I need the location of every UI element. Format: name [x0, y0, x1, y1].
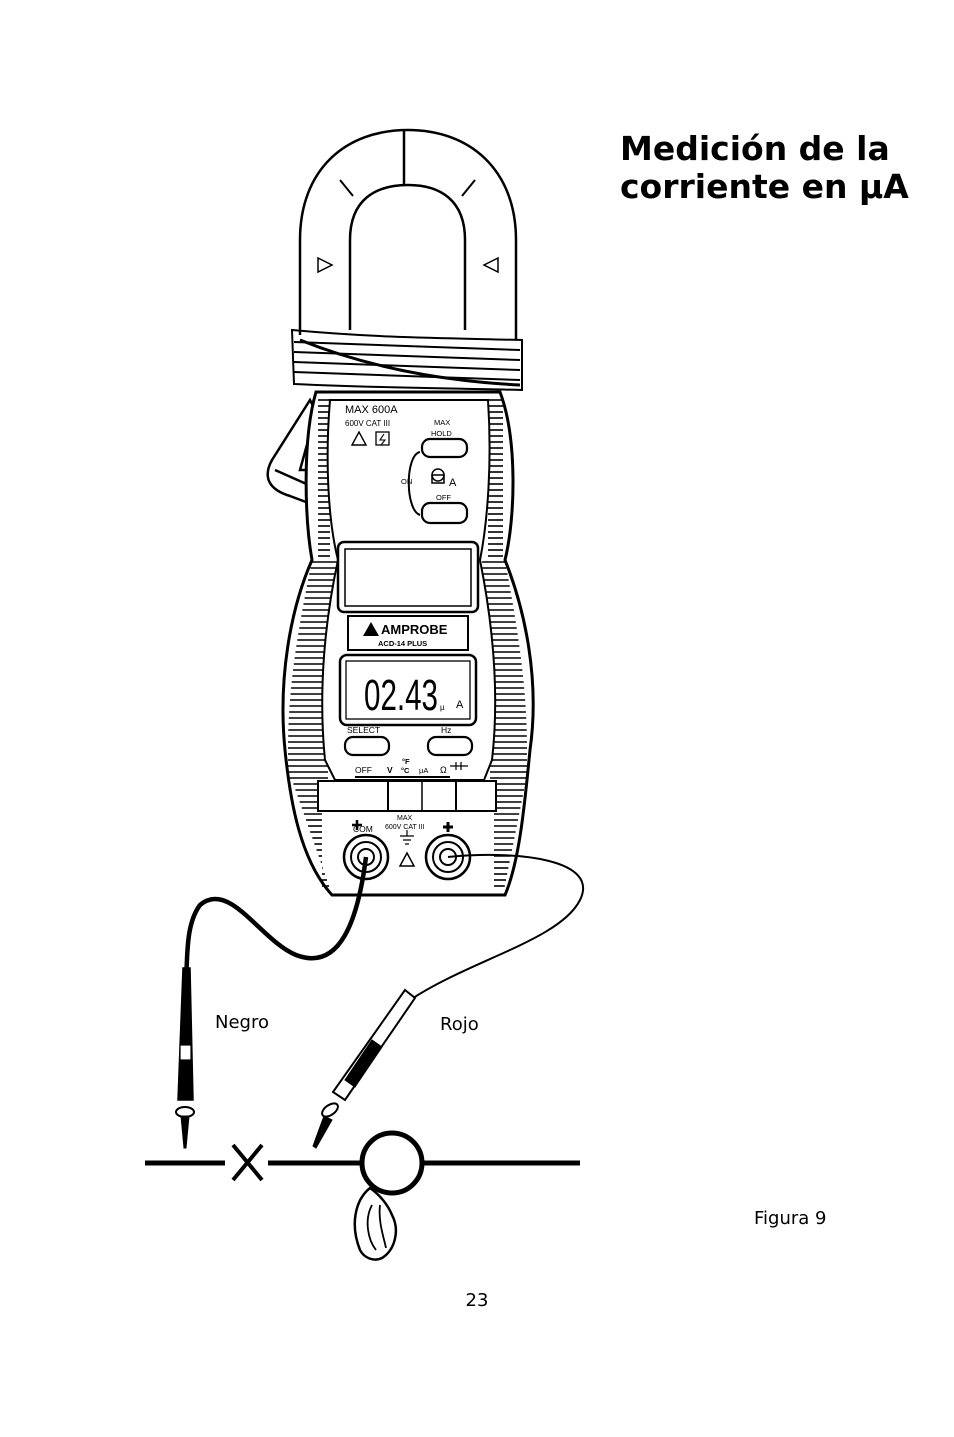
jack-max-label: MAX — [397, 815, 413, 822]
max-label: MAX — [434, 418, 450, 427]
function-dial[interactable]: OFF V °F °C µA Ω — [317, 757, 497, 812]
test-leads — [175, 853, 584, 1149]
lcd-reading: 02.43 — [364, 671, 438, 720]
clamp-collar — [290, 328, 523, 392]
circuit-diagram — [145, 1130, 580, 1261]
continuity-icon — [450, 762, 468, 770]
black-probe — [177, 967, 194, 1101]
lcd-unit-prefix: µ — [440, 703, 445, 712]
warning-icon-jack — [398, 851, 416, 867]
warning-icon — [350, 430, 368, 446]
lcd-unit: A — [456, 699, 464, 711]
max-rating-label: MAX 600A — [345, 404, 398, 416]
brand-plate: AMPROBE ACD-14 PLUS — [347, 615, 469, 651]
load-symbol — [359, 1130, 425, 1196]
clamp-jaws — [298, 128, 518, 340]
figure-caption: Figura 9 — [754, 1208, 827, 1229]
max-hold-button — [420, 437, 469, 459]
power-button — [420, 501, 469, 525]
meter-face-upper: MAX 600A 600V CAT III MAX HOLD ON A OFF — [345, 404, 469, 525]
lcd-display: 02.43 µ A — [338, 653, 478, 727]
dial-f-label: °F — [402, 757, 410, 766]
dial-off-label: OFF — [355, 765, 372, 775]
dial-c-label: °C — [401, 766, 410, 775]
black-lead-label: Negro — [215, 1012, 269, 1033]
page-title: Medición de la corriente en µA — [620, 129, 909, 206]
off-label: OFF — [436, 493, 451, 502]
power-bracket — [407, 451, 421, 516]
dial-ua-label: µA — [419, 766, 428, 775]
hz-label: Hz — [441, 725, 451, 735]
dial-ohm-label: Ω — [440, 765, 447, 775]
select-label: SELECT — [347, 725, 380, 735]
com-label: COM — [353, 824, 373, 834]
jack-cat-label: 600V CAT III — [385, 824, 424, 831]
cat-rating-label: 600V CAT III — [345, 419, 390, 428]
on-label: ON — [401, 477, 412, 486]
red-lead-label: Rojo — [440, 1014, 479, 1035]
model-name: ACD-14 PLUS — [378, 639, 427, 648]
break-mark — [231, 1143, 264, 1182]
red-lead — [409, 853, 584, 1001]
flame-icon — [353, 1186, 398, 1261]
black-lead — [183, 856, 369, 976]
dial-v-label: V — [387, 765, 393, 775]
select-button[interactable] — [343, 735, 391, 757]
ac-amps-label: A — [449, 477, 457, 489]
hz-button[interactable] — [426, 735, 474, 757]
hold-label: HOLD — [431, 429, 452, 438]
meter-buttons: SELECT Hz — [343, 725, 474, 757]
brand-name: AMPROBE — [381, 622, 448, 637]
page-number: 23 — [465, 1290, 489, 1311]
ground-icon — [400, 830, 414, 845]
lightning-icon — [375, 431, 390, 446]
